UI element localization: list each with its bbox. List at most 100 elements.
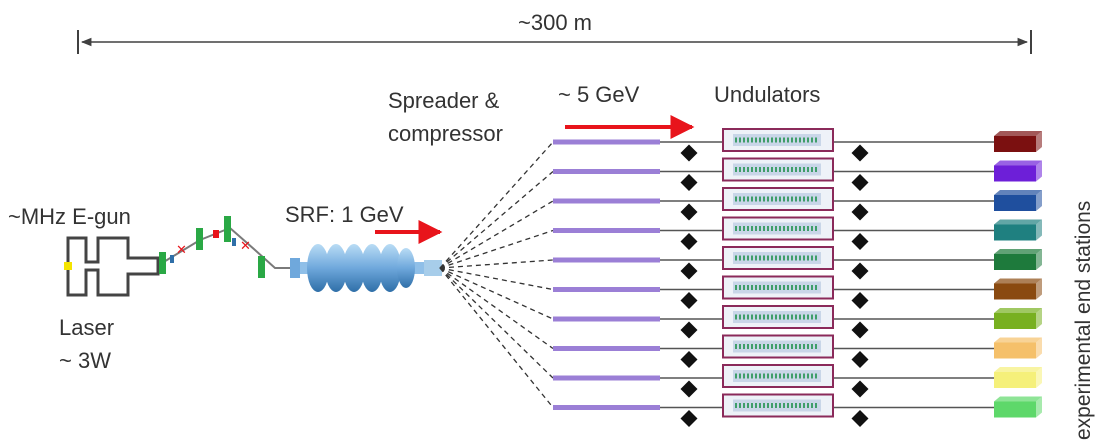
end-station-side (1036, 190, 1042, 211)
end-station-top (994, 160, 1042, 166)
beamline-8 (553, 334, 1042, 368)
compressor-pipe (553, 228, 660, 233)
diagnostic-icon (851, 233, 869, 250)
end-station-6 (994, 283, 1036, 300)
diagnostic-icon (680, 351, 698, 368)
spreader-label-line2: compressor (388, 121, 503, 146)
spreader-path (439, 267, 554, 408)
beamline-5 (553, 246, 1042, 280)
end-station-top (994, 249, 1042, 254)
diagnostic-icon (851, 203, 869, 221)
spreader-label-line1: Spreader & (388, 88, 500, 113)
beamline-2 (553, 157, 1042, 191)
end-station-top (994, 219, 1042, 225)
spreader-path (439, 171, 554, 269)
diagnostic-icon (680, 262, 698, 280)
diagnostic-icon (680, 203, 698, 221)
diagnostic-icon (680, 174, 698, 191)
end-station-side (1036, 396, 1042, 418)
length-label: ~300 m (518, 10, 592, 35)
end-station-top (994, 131, 1042, 136)
diagnostic-icon (851, 144, 869, 162)
length-dimension: ~300 m (77, 10, 1032, 54)
end-station-side (1036, 337, 1042, 359)
cross-icon: ✕ (176, 243, 187, 258)
diagnostic-icon (851, 380, 869, 398)
end-station-top (994, 396, 1042, 402)
cross-icon: ✕ (240, 239, 251, 254)
compressor-pipe (553, 198, 660, 204)
magnet-icon (213, 230, 219, 238)
spreader-path (439, 200, 554, 269)
diagnostic-icon (851, 292, 869, 309)
spreader-fanout (439, 141, 554, 408)
end-station-top (994, 190, 1042, 195)
magnet-icon (196, 228, 203, 250)
spreader-path (439, 267, 554, 350)
diagnostic-icon (851, 410, 869, 427)
spreader-path (439, 267, 554, 291)
diagnostic-icon (680, 144, 698, 162)
beamline-3 (553, 187, 1042, 221)
compressor-pipe (553, 169, 660, 174)
end-station-top (994, 278, 1042, 284)
beamline-4 (553, 216, 1042, 250)
spreader-path (439, 267, 554, 320)
compressor-pipe (553, 375, 660, 381)
beamline-6 (553, 275, 1042, 309)
end-station-7 (994, 313, 1036, 329)
end-station-4 (994, 224, 1036, 241)
diagnostic-icon (680, 292, 698, 309)
magnet-icon (224, 216, 231, 242)
srf-label: SRF: 1 GeV (285, 202, 404, 227)
diagnostic-icon (851, 174, 869, 191)
srf-cavity-icon (290, 244, 442, 292)
magnet-icon (258, 256, 265, 278)
laser-label-line1: Laser (59, 315, 114, 340)
egun-label: ~MHz E-gun (8, 204, 131, 229)
end-station-9 (994, 372, 1036, 388)
spreader-path (439, 267, 554, 379)
compressor-pipe (553, 287, 660, 292)
diagnostic-icon (851, 262, 869, 280)
end-station-side (1036, 219, 1042, 241)
diagnostic-icon (680, 380, 698, 398)
end-station-top (994, 367, 1042, 372)
diagnostic-icon (680, 321, 698, 339)
energy-5gev-label: ~ 5 GeV (558, 82, 640, 107)
compressor-pipe (553, 405, 660, 410)
quad-icon (170, 255, 174, 263)
diagnostic-icon (680, 233, 698, 250)
compressor-pipe (553, 316, 660, 322)
undulators-label: Undulators (714, 82, 820, 107)
spreader-path (439, 259, 554, 269)
laser-label-line2: ~ 3W (59, 348, 111, 373)
end-station-side (1036, 131, 1042, 152)
end-station-10 (994, 401, 1036, 418)
end-station-side (1036, 249, 1042, 270)
diagnostic-icon (851, 321, 869, 339)
end-stations-label: experimental end stations (1072, 201, 1095, 440)
end-station-2 (994, 165, 1036, 182)
beamline-9 (553, 364, 1042, 398)
end-station-3 (994, 195, 1036, 211)
spreader-path (439, 229, 554, 269)
end-station-top (994, 337, 1042, 343)
beamline-10 (553, 393, 1042, 427)
end-station-1 (994, 136, 1036, 152)
compressor-pipe (553, 257, 660, 263)
end-station-side (1036, 367, 1042, 388)
end-station-8 (994, 342, 1036, 359)
spreader-path (439, 141, 554, 269)
end-station-5 (994, 254, 1036, 270)
diagnostic-icon (851, 351, 869, 368)
beamline-7 (553, 305, 1042, 339)
beamline-1 (553, 128, 1042, 162)
end-station-side (1036, 308, 1042, 329)
laser-spot-icon (64, 262, 72, 270)
end-station-top (994, 308, 1042, 313)
diagnostic-icon (680, 410, 698, 427)
egun-icon (66, 236, 160, 297)
end-station-side (1036, 160, 1042, 182)
compressor-pipe (553, 346, 660, 351)
